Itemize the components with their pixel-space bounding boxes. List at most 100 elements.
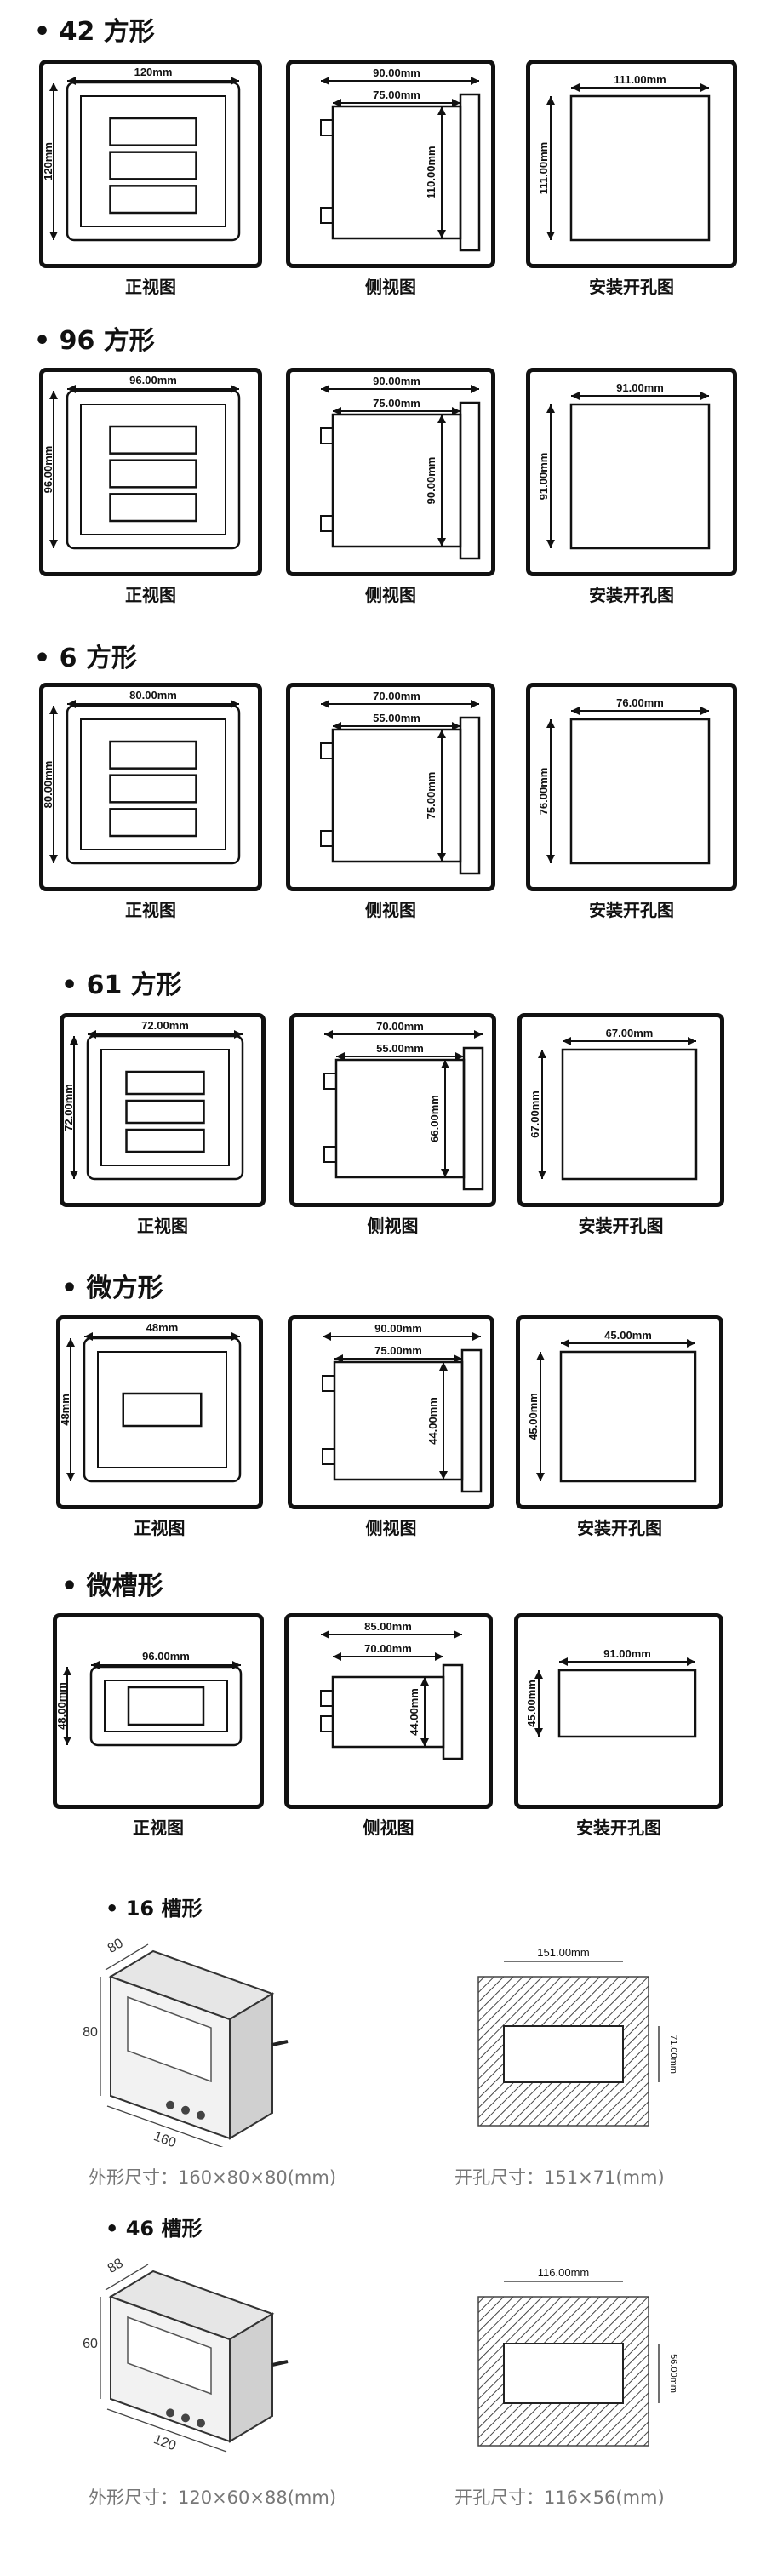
arrow-head bbox=[437, 730, 446, 738]
dimension-label: 151.00mm bbox=[537, 1946, 589, 1959]
arrow-head bbox=[571, 83, 580, 92]
arrow-head bbox=[336, 1052, 345, 1061]
arrow-head bbox=[49, 83, 58, 91]
button-icon bbox=[181, 2105, 190, 2115]
arrow-head bbox=[437, 415, 446, 423]
dimension-label: 120 bbox=[151, 2432, 178, 2453]
dimension-label: 75.00mm bbox=[425, 772, 437, 820]
cut-view-caption: 安装开孔图 bbox=[589, 277, 674, 297]
dimension-label: 48mm bbox=[146, 1321, 179, 1334]
arrow-head bbox=[63, 1737, 71, 1745]
arrow-head bbox=[49, 706, 58, 714]
cut-view-panel: 91.00mm 91.00mm bbox=[526, 368, 737, 576]
dimension-label: 91.00mm bbox=[537, 453, 550, 501]
arrow-head bbox=[334, 1354, 343, 1363]
dimension-label: 76.00mm bbox=[616, 696, 664, 709]
arrow-head bbox=[546, 96, 555, 105]
button-icon bbox=[166, 2408, 174, 2418]
section-title: • 96 方形 bbox=[34, 326, 155, 356]
dimension-label: 80.00mm bbox=[129, 689, 177, 701]
arrow-head bbox=[439, 1471, 448, 1480]
dimension-label: 44.00mm bbox=[408, 1688, 420, 1736]
arrow-head bbox=[474, 1030, 483, 1039]
arrow-head bbox=[63, 1667, 71, 1675]
terminal bbox=[320, 119, 334, 136]
arrow-head bbox=[546, 404, 555, 413]
cutout-outline bbox=[559, 1350, 697, 1483]
device-bezel bbox=[66, 704, 241, 865]
dimension-label: 111.00mm bbox=[614, 73, 666, 86]
front-view-caption: 正视图 bbox=[125, 277, 176, 297]
cutout-outline bbox=[569, 718, 711, 865]
section-title: • 微方形 bbox=[61, 1274, 163, 1303]
arrow-head bbox=[321, 385, 329, 393]
display-window bbox=[109, 425, 197, 455]
front-view-panel: 48mm 48mm bbox=[56, 1315, 263, 1509]
dimension-label: 91.00mm bbox=[616, 381, 664, 394]
dimension-label: 88 bbox=[106, 2256, 126, 2276]
arrow-head bbox=[437, 853, 446, 862]
dimension-label: 80 bbox=[83, 2025, 98, 2040]
cut-view-caption: 安装开孔图 bbox=[589, 900, 674, 920]
arrow-head bbox=[333, 99, 341, 107]
device-face bbox=[80, 95, 226, 227]
dimension-label: 60 bbox=[83, 2337, 98, 2351]
front-bezel bbox=[462, 1046, 484, 1191]
terminal bbox=[323, 1073, 337, 1090]
arrow-head bbox=[231, 77, 239, 85]
front-view-caption: 正视图 bbox=[137, 1216, 188, 1236]
dimension-label: 55.00mm bbox=[373, 712, 420, 724]
dimension-label: 75.00mm bbox=[373, 397, 420, 409]
terminal bbox=[271, 2360, 289, 2367]
dimension-label: 75.00mm bbox=[374, 1344, 422, 1357]
arrow-head bbox=[420, 1738, 429, 1747]
side-view-caption: 侧视图 bbox=[365, 585, 416, 605]
arrow-head bbox=[454, 1630, 462, 1639]
button-icon bbox=[197, 2419, 205, 2428]
side-view-panel: 90.00mm 75.00mm 44.00mm bbox=[288, 1315, 494, 1509]
cutout-opening bbox=[503, 2025, 624, 2083]
terminal bbox=[320, 427, 334, 444]
cut-view-caption: 安装开孔图 bbox=[578, 1216, 664, 1236]
arrow-head bbox=[536, 1352, 545, 1360]
dimension-label: 44.00mm bbox=[426, 1397, 439, 1445]
dimension-line bbox=[105, 1943, 149, 1971]
cut-view-caption: 安装开孔图 bbox=[589, 585, 674, 605]
dimension-label: 90.00mm bbox=[374, 1322, 422, 1335]
dimension-label: 48mm bbox=[60, 1394, 71, 1426]
arrow-head bbox=[546, 719, 555, 728]
display-window bbox=[122, 1392, 203, 1428]
cutout-dimensions-spec: 开孔尺寸：116×56(mm) bbox=[454, 2487, 665, 2508]
arrow-head bbox=[70, 1171, 78, 1179]
arrow-head bbox=[231, 385, 239, 393]
dimension-label: 85.00mm bbox=[364, 1620, 412, 1633]
arrow-head bbox=[324, 1030, 333, 1039]
arrow-head bbox=[561, 1339, 569, 1348]
arrow-head bbox=[232, 1661, 241, 1669]
display-window bbox=[109, 151, 197, 180]
side-view-caption: 侧视图 bbox=[365, 277, 416, 297]
arrow-head bbox=[49, 540, 58, 548]
device-bezel bbox=[89, 1665, 243, 1747]
dimension-label: 45.00mm bbox=[604, 1329, 652, 1342]
arrow-head bbox=[435, 1652, 443, 1661]
cutout-dimensions-spec: 开孔尺寸：151×71(mm) bbox=[454, 2167, 665, 2188]
arrow-head bbox=[437, 538, 446, 547]
dimension-label: 70.00mm bbox=[364, 1642, 412, 1655]
button-icon bbox=[197, 2110, 205, 2120]
outer-dimensions-spec: 外形尺寸：120×60×88(mm) bbox=[89, 2487, 337, 2508]
arrow-head bbox=[439, 1362, 448, 1371]
arrow-head bbox=[420, 1677, 429, 1686]
cut-view-caption: 安装开孔图 bbox=[576, 1818, 661, 1838]
terminal bbox=[320, 207, 334, 224]
dimension-line bbox=[106, 2408, 227, 2453]
arrow-head bbox=[234, 1030, 243, 1039]
arrow-head bbox=[571, 392, 580, 400]
dimension-label: 160 bbox=[151, 2129, 178, 2147]
